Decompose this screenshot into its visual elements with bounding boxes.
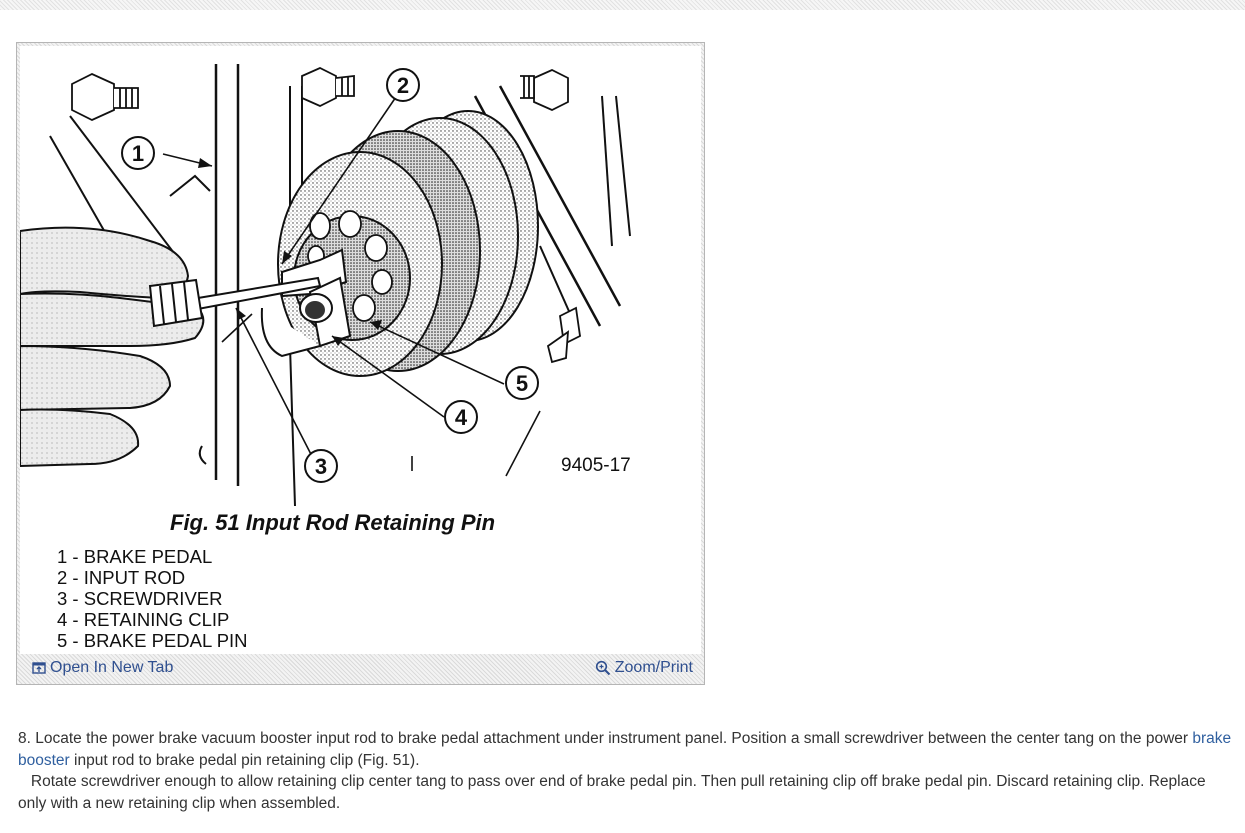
callout-4-circle [444,400,478,434]
legend-item: 2 - INPUT ROD [57,567,186,588]
legend-item: 1 - BRAKE PEDAL [57,546,213,567]
bolt-top-left [71,73,139,121]
callout-1-circle [121,136,155,170]
brake-booster-link[interactable]: brake booster [18,730,1232,769]
callout-1-label: 1 [132,141,144,166]
paragraph-text: input rod to brake pedal pin retaining c… [69,752,420,769]
callout-5-label: 5 [516,371,528,396]
magnifier-icon [595,660,611,676]
figure-code: 9405-17 [561,455,631,476]
figure-toolbar: Open In New Tab Zoom/Print [20,655,701,681]
open-in-new-tab-link[interactable]: Open In New Tab [20,659,181,677]
paragraph-text: 8. Locate the power brake vacuum booster… [18,730,1193,747]
callout-2-label: 2 [397,73,409,98]
open-in-new-tab-label: Open In New Tab [50,659,174,676]
callout-2-circle [386,68,420,102]
callout-5-circle [505,366,539,400]
open-new-tab-icon [32,662,46,674]
top-divider-strip [0,0,1245,10]
figure-title: Fig. 51 Input Rod Retaining Pin [170,510,496,535]
callout-3-label: 3 [315,454,327,479]
instruction-paragraph-step-8: 8. Locate the power brake vacuum booster… [18,728,1233,772]
figure-panel: 1 2 3 4 5 9405-17 Fig. 51 Input Rod Reta… [16,42,705,685]
zoom-print-label: Zoom/Print [614,659,693,676]
legend-item: 5 - BRAKE PEDAL PIN [57,630,248,651]
zoom-print-link[interactable]: Zoom/Print [583,659,701,677]
figure-content: 1 2 3 4 5 9405-17 Fig. 51 Input Rod Reta… [20,46,701,654]
callout-4-label: 4 [455,405,468,430]
legend-item: 3 - SCREWDRIVER [57,588,223,609]
instruction-paragraph-continued: Rotate screwdriver enough to allow retai… [18,773,1210,812]
callout-3-circle [304,449,338,483]
figure-legend: 1 - BRAKE PEDAL 2 - INPUT ROD 3 - SCREWD… [57,546,248,651]
legend-item: 4 - RETAINING CLIP [57,609,230,630]
brake-pedal-illustration: 1 2 3 4 5 [20,46,701,511]
